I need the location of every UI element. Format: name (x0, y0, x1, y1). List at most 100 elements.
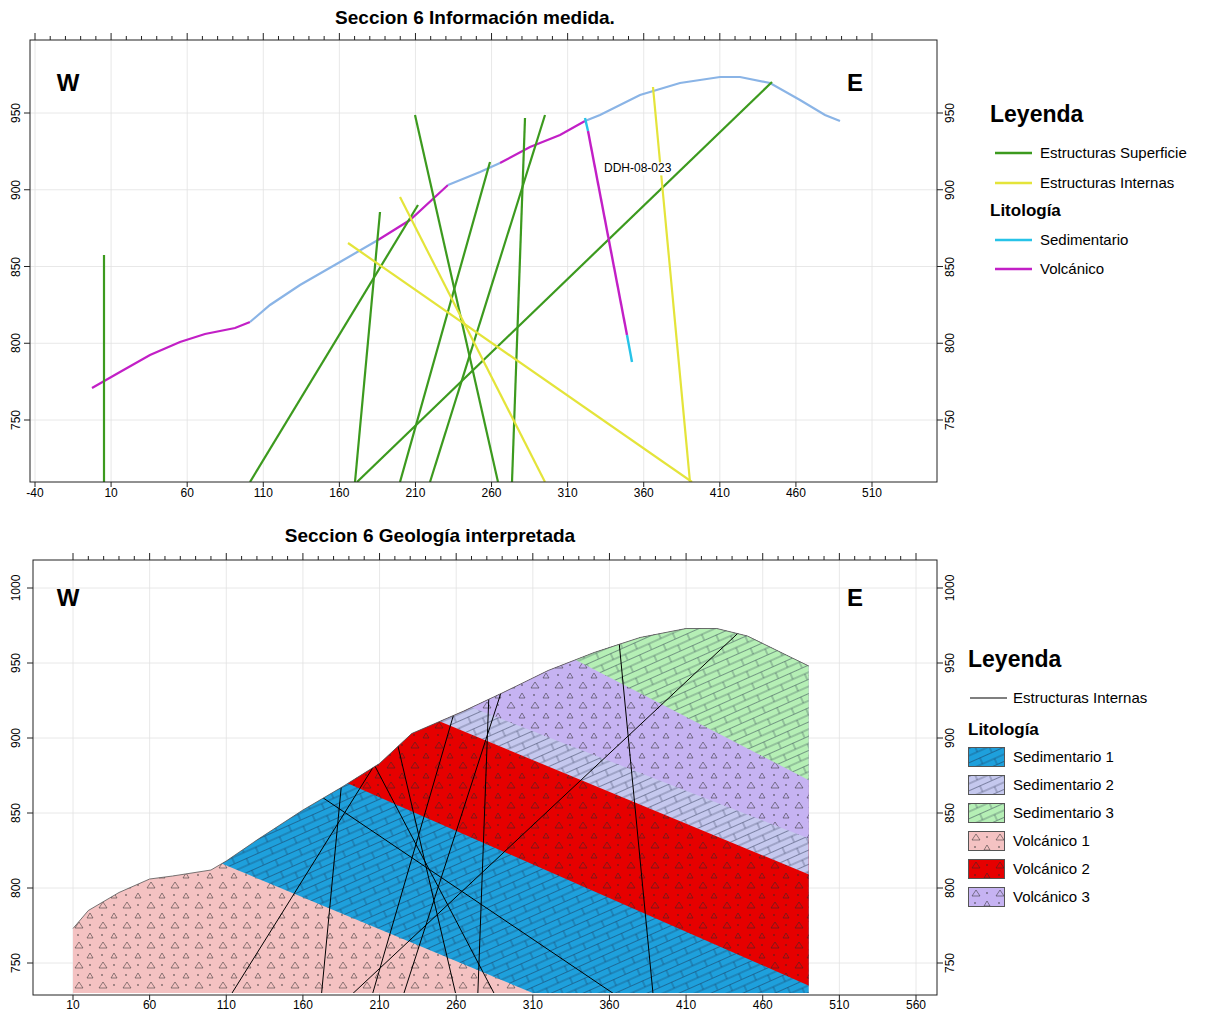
axis-tick-label: 410 (710, 487, 730, 500)
grid-line (491, 40, 492, 482)
axis-tick-label: 260 (482, 487, 502, 500)
axis-tick-label: 750 (10, 953, 23, 973)
legend-swatch (968, 887, 1005, 907)
panel-title: Seccion 6 Geología interpretada (285, 526, 575, 547)
legend-label: Volcánico 2 (1013, 861, 1090, 878)
internal-structure (321, 633, 739, 1017)
internal-structure (394, 665, 510, 1017)
legend-title: Leyenda (968, 647, 1061, 672)
axis-tick-label: 950 (944, 653, 957, 673)
legend-line-sample (995, 268, 1032, 270)
axis-tick-label: 210 (370, 999, 390, 1012)
axis-tick-label: 510 (829, 999, 849, 1012)
axis-tick-label: 800 (944, 878, 957, 898)
axis-tick-label: 850 (10, 803, 23, 823)
rock-unit (0, 288, 824, 1017)
internal-structure (348, 243, 692, 482)
internal-structure (619, 638, 656, 1017)
rock-unit (0, 288, 824, 992)
measured-structures (92, 77, 840, 482)
legend-label: Volcánico 1 (1013, 833, 1090, 850)
grid-line (30, 113, 937, 114)
legend-label: Volcánico 3 (1013, 889, 1090, 906)
legend-line-sample (970, 697, 1007, 698)
axis-tick-label: 800 (10, 333, 23, 353)
drillhole-trace (627, 335, 632, 362)
axis-tick-label: 950 (10, 653, 23, 673)
axis-tick-label: 900 (944, 728, 957, 748)
legend-label: Volcánico (1040, 261, 1104, 278)
swatch-pattern (969, 888, 1005, 907)
legend-label: Sedimentario 3 (1013, 805, 1114, 822)
internal-structure (311, 790, 658, 1017)
rock-unit (0, 288, 824, 881)
axis-tick-label: 560 (906, 999, 926, 1012)
surface-structure (103, 255, 105, 482)
grid-line (916, 560, 917, 995)
frame (24, 33, 943, 1000)
surface-structure (512, 118, 525, 482)
axis-tick-label: 850 (10, 256, 23, 276)
internal-structure (379, 665, 463, 1017)
geology-section (0, 288, 824, 1017)
legend-label: Estructuras Superficie (1040, 145, 1187, 162)
legend-label: Sedimentario 1 (1013, 749, 1114, 766)
grid-line (567, 40, 568, 482)
legend-heading: Litología (968, 721, 1039, 740)
axis-tick-label: 60 (180, 487, 193, 500)
axis-tick-label: 900 (10, 180, 23, 200)
swatch-pattern (969, 832, 1005, 851)
topography-line (500, 121, 585, 163)
axis-tick-label: 900 (944, 180, 957, 200)
topography-line (73, 629, 809, 929)
orientation-label: E (847, 70, 863, 96)
axis-tick-label: 110 (217, 999, 236, 1012)
axis-tick-label: 210 (405, 487, 425, 500)
legend-swatch (968, 831, 1005, 851)
axis-tick-label: 1000 (10, 575, 23, 602)
legend-title: Leyenda (990, 102, 1083, 127)
surface-structure (250, 205, 418, 482)
grid-line (719, 40, 720, 482)
axis-tick-label: 750 (944, 953, 957, 973)
axis-tick-label: 360 (599, 999, 619, 1012)
legend-label: Estructuras Internas (1040, 175, 1174, 192)
swatch-pattern (969, 804, 1005, 823)
legend-swatch (968, 775, 1005, 795)
axis-tick-label: 260 (446, 999, 466, 1012)
topography-line (250, 240, 378, 322)
grid-line (111, 40, 112, 482)
grid-line (839, 560, 840, 995)
axis-tick-label: 160 (293, 999, 313, 1012)
legend-line-samples (970, 153, 1032, 698)
grid-line (872, 40, 873, 482)
rock-unit (0, 288, 824, 844)
axis-tick-label: 950 (10, 103, 23, 123)
internal-structure (364, 745, 510, 1017)
legend-swatch (968, 803, 1005, 823)
legend-label: Estructuras Internas (1013, 690, 1147, 707)
grid-line (30, 266, 937, 267)
drillhole-label: DDH-08-023 (602, 162, 673, 175)
grid-line (795, 40, 796, 482)
surface-structure (357, 82, 772, 482)
rock-unit (0, 288, 824, 788)
legend-label: Sedimentario 2 (1013, 777, 1114, 794)
grid-line (30, 189, 937, 190)
axis-tick-label: 950 (944, 103, 957, 123)
axis-tick-label: 410 (676, 999, 696, 1012)
grid-line (643, 40, 644, 482)
axis-tick-label: -40 (26, 487, 43, 500)
grid-line (263, 40, 264, 482)
axis-tick-label: 110 (254, 487, 273, 500)
internal-structure (213, 753, 382, 1017)
internal-structure (400, 197, 545, 482)
axis-tick-label: 850 (944, 803, 957, 823)
axis-tick-label: 310 (558, 487, 578, 500)
axis-tick-label: 850 (944, 256, 957, 276)
axis-tick-label: 510 (862, 487, 882, 500)
drillhole-trace (585, 118, 588, 131)
axis-tick-label: 360 (634, 487, 654, 500)
topography-line (585, 77, 840, 121)
